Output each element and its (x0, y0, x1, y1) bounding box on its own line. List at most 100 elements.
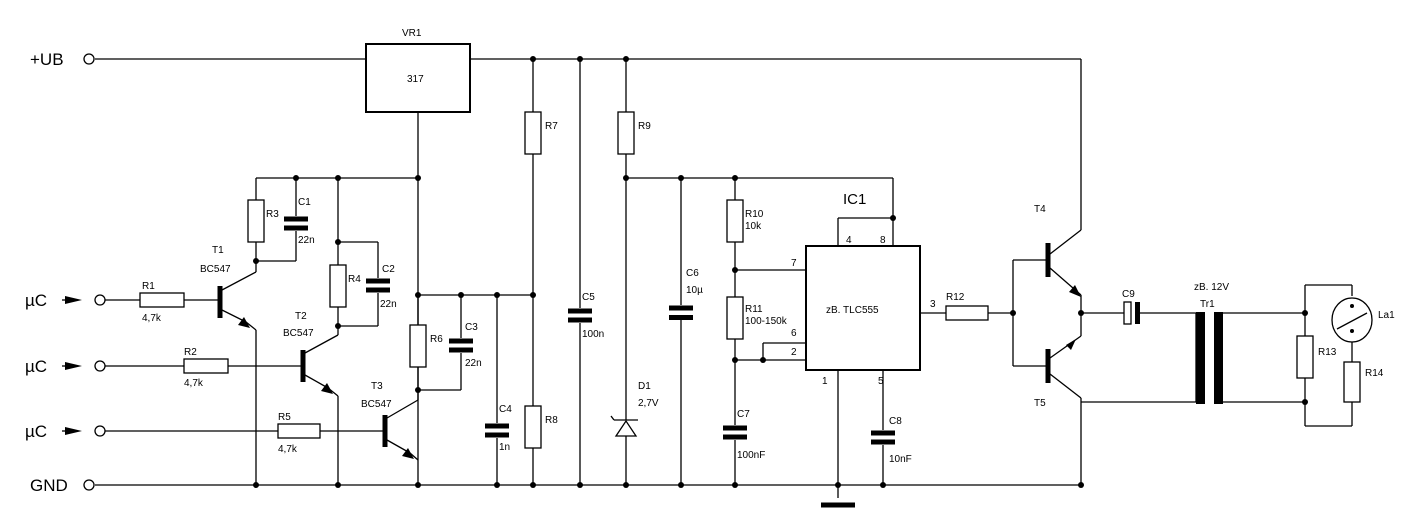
r6-resistor (409, 324, 427, 368)
r4-ref: R4 (348, 274, 361, 285)
junctions (253, 56, 1308, 488)
ic1-pin1: 1 (822, 376, 828, 387)
ic1-pin5: 5 (878, 376, 884, 387)
divider-section (524, 59, 592, 485)
t1-type: BC547 (200, 264, 231, 275)
d1-ref: D1 (638, 381, 651, 392)
t1-section (100, 177, 418, 485)
r1-ref: R1 (142, 281, 155, 292)
uc2-label: µC (25, 357, 47, 376)
uc-inputs (62, 294, 106, 437)
c5-ref: C5 (582, 292, 595, 303)
r14-resistor (1343, 361, 1361, 403)
r13-ref: R13 (1318, 347, 1337, 358)
r1-value: 4,7k (142, 313, 162, 324)
la1-ref: La1 (1378, 310, 1395, 321)
gnd-terminal[interactable] (83, 479, 95, 491)
ic1-pin3: 3 (930, 299, 936, 310)
c6-ref: C6 (686, 268, 699, 279)
vr1-value: 317 (407, 74, 424, 85)
uc1-label: µC (25, 291, 47, 310)
t3-section (100, 294, 533, 485)
t2-ref: T2 (295, 311, 307, 322)
tr1-note: zB. 12V (1194, 282, 1229, 293)
c2-value: 22n (380, 299, 397, 310)
c8-value: 10nF (889, 454, 912, 465)
r12-resistor (945, 305, 989, 321)
ub-label: +UB (30, 50, 64, 69)
r8-ref: R8 (545, 415, 558, 426)
gnd-label: GND (30, 476, 68, 495)
r11-resistor (726, 296, 744, 340)
ic1-section (723, 178, 1013, 508)
c7-ref: C7 (737, 409, 750, 420)
ic1-pin2: 2 (791, 347, 797, 358)
r10-value: 10k (745, 221, 762, 232)
d1-diode (614, 419, 638, 437)
vr1-regulator (365, 43, 471, 485)
ground-rail (83, 479, 1081, 491)
t2-section (100, 178, 390, 485)
r4-resistor (329, 264, 347, 308)
ic1-pin7: 7 (791, 258, 797, 269)
c1-value: 22n (298, 235, 315, 246)
r9-resistor (617, 111, 635, 155)
r7-resistor (524, 111, 542, 155)
t5-ref: T5 (1034, 398, 1046, 409)
t2-type: BC547 (283, 328, 314, 339)
r8-resistor (524, 405, 542, 449)
reference-section (610, 59, 893, 485)
labels: +UB GND µC µC µC VR1 317 T1 BC547 T2 BC5… (25, 28, 1395, 495)
c5-value: 100n (582, 329, 604, 340)
c3-ref: C3 (465, 322, 478, 333)
r10-ref: R10 (745, 209, 764, 220)
tr1-secondary (1214, 312, 1223, 404)
r10-resistor (726, 199, 744, 243)
r2-resistor (183, 358, 229, 374)
d1-value: 2,7V (638, 398, 659, 409)
tr1-ref: Tr1 (1200, 299, 1215, 310)
transformer-section (1196, 284, 1373, 427)
t3-ref: T3 (371, 381, 383, 392)
r14-ref: R14 (1365, 368, 1384, 379)
uc3-terminal[interactable] (94, 425, 106, 437)
r11-value: 100-150k (745, 316, 788, 327)
c6-value: 10µ (686, 285, 703, 296)
r11-ref: R11 (745, 304, 763, 315)
c4-ref: C4 (499, 404, 512, 415)
r5-value: 4,7k (278, 444, 298, 455)
c2-ref: C2 (382, 264, 395, 275)
ic1-ref: IC1 (843, 191, 866, 208)
r5-ref: R5 (278, 412, 291, 423)
r3-ref: R3 (266, 209, 279, 220)
r2-value: 4,7k (184, 378, 204, 389)
ic1-pin6: 6 (791, 328, 797, 339)
r3-resistor (247, 199, 265, 243)
c8-ref: C8 (889, 416, 902, 427)
r7-ref: R7 (545, 121, 558, 132)
r6-ref: R6 (430, 334, 443, 345)
c1-ref: C1 (298, 197, 311, 208)
r5-resistor (277, 423, 321, 439)
uc2-terminal[interactable] (94, 360, 106, 372)
supply-rail (83, 53, 1082, 230)
t1-ref: T1 (212, 245, 224, 256)
ic1-pin8: 8 (880, 235, 886, 246)
r9-ref: R9 (638, 121, 651, 132)
ic1-value: zB. TLC555 (826, 305, 879, 316)
c9-ref: C9 (1122, 289, 1135, 300)
c9-capacitor (1123, 301, 1132, 325)
r2-ref: R2 (184, 347, 197, 358)
c7-value: 100nF (737, 450, 765, 461)
tr1-primary (1196, 312, 1205, 404)
r13-resistor (1296, 335, 1314, 379)
ic1-pin4: 4 (846, 235, 852, 246)
uc1-terminal[interactable] (94, 294, 106, 306)
vr1-ref: VR1 (402, 28, 422, 39)
ub-terminal[interactable] (83, 53, 95, 65)
t3-type: BC547 (361, 399, 392, 410)
r1-resistor (139, 292, 185, 308)
output-stage (1012, 229, 1197, 485)
